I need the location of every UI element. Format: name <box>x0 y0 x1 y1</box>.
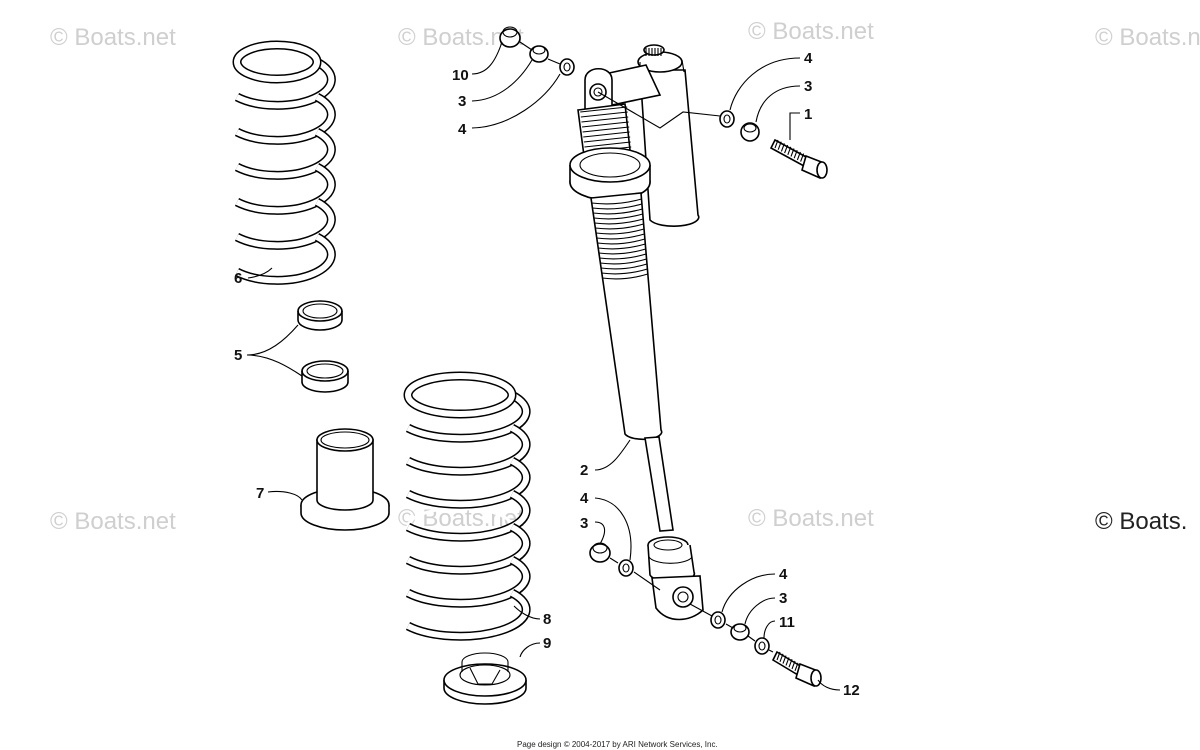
page-footer: Page design © 2004-2017 by ARI Network S… <box>517 740 718 749</box>
washer-part-11 <box>754 637 770 655</box>
spacer-ring-lower <box>301 360 349 393</box>
callout-8: 8 <box>543 611 551 628</box>
locknut-part-3-left <box>589 542 611 563</box>
watermark: © Boats.net <box>748 18 874 45</box>
assembly-lines <box>519 41 774 653</box>
callout-2: 2 <box>580 462 588 479</box>
callout-6: 6 <box>234 270 242 287</box>
watermark: © Boats. <box>1095 508 1188 535</box>
callout-7: 7 <box>256 485 264 502</box>
upper-coil-spring <box>232 40 336 285</box>
bolt-part-1 <box>769 138 828 180</box>
watermark: © Boats.net <box>748 505 874 532</box>
locknut-part-3-top-right <box>740 122 760 142</box>
callout-4: 4 <box>458 121 467 138</box>
callout-3: 3 <box>779 590 787 607</box>
callout-5: 5 <box>234 347 242 364</box>
callout-3: 3 <box>804 78 812 95</box>
callout-1: 1 <box>804 106 812 123</box>
watermark: © Boats.net <box>50 24 176 51</box>
nut-part-10 <box>499 26 521 48</box>
washer-part-4-top-left <box>559 58 575 76</box>
spring-sleeve <box>300 428 390 531</box>
leader-lines <box>246 41 841 691</box>
callout-4: 4 <box>779 566 788 583</box>
washer-part-4-right <box>710 611 726 629</box>
watermark: © Boats.net <box>50 508 176 535</box>
callout-3: 3 <box>458 93 466 110</box>
callout-labels: 10 3 4 4 3 1 6 5 7 2 4 3 8 9 4 3 11 12 <box>234 50 860 699</box>
callout-3: 3 <box>580 515 588 532</box>
locknut-part-3-right <box>730 623 750 641</box>
shock-absorber <box>569 44 704 621</box>
washer-part-4-left <box>618 559 634 577</box>
callout-10: 10 <box>452 67 469 84</box>
callout-11: 11 <box>779 614 795 631</box>
bolt-part-12 <box>771 650 822 688</box>
washer-part-4-top-right <box>719 110 735 128</box>
spacer-ring-upper <box>297 300 343 331</box>
callout-4: 4 <box>580 490 589 507</box>
callout-9: 9 <box>543 635 551 652</box>
watermark: © Boats.net <box>1095 24 1200 51</box>
lower-coil-spring <box>403 371 531 641</box>
spring-seat <box>443 652 527 705</box>
callout-12: 12 <box>843 682 860 699</box>
locknut-part-3-top <box>529 45 549 63</box>
callout-4: 4 <box>804 50 813 67</box>
